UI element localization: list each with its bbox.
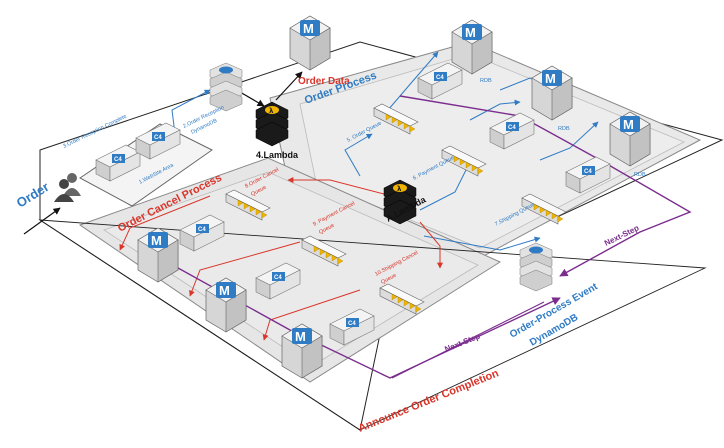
cancel-flow-3 (189, 241, 301, 297)
m-database-icon-order-data: M (289, 15, 331, 71)
m-database-icon-cancel-2: M (205, 277, 247, 333)
lambda-to-order-data-arrow (275, 71, 303, 101)
m-database-icon-cancel-1: M (137, 227, 179, 283)
c4-text: C4 (436, 75, 444, 81)
order-data-label: Order Data (298, 76, 350, 87)
c4-text: C4 (274, 275, 282, 281)
cancel-flow-5 (419, 221, 443, 269)
m-text: M (465, 25, 476, 40)
m-text: M (151, 233, 162, 248)
queue-icon-shipping-cancel (379, 283, 425, 315)
order-flow-6 (423, 235, 541, 251)
queue-icon-order (373, 103, 419, 135)
lambda-top-label: 4.Lambda (256, 150, 299, 160)
user-group-icon (54, 173, 81, 202)
c4-text: C4 (114, 157, 122, 163)
lambda-symbol: λ (397, 185, 402, 193)
lambda-icon-center: λ (383, 179, 417, 225)
queue-icon-shipping (521, 193, 567, 225)
order-label: Order (14, 179, 52, 210)
order-flow-3 (539, 121, 599, 161)
dynamodb-stack-icon-reception (209, 62, 243, 112)
lambda-icon-top: λ (255, 101, 289, 147)
c4-server-icon-cancel-2: C4 (255, 262, 301, 300)
order-flow-4 (419, 161, 471, 211)
queue-icon-payment (441, 145, 487, 177)
c4-text: C4 (198, 227, 206, 233)
m-text: M (623, 117, 634, 132)
next-step-line-upper (399, 95, 692, 277)
m-database-icon-rdb-3: M (609, 111, 651, 167)
dynamodb-to-lambda-arrow (239, 91, 265, 107)
m-text: M (545, 71, 556, 86)
order-flow-5 (344, 133, 373, 177)
c4-server-icon-order-3: C4 (565, 156, 611, 194)
c4-text: C4 (508, 125, 516, 131)
c4-server-icon-cancel-3: C4 (329, 308, 375, 346)
cancel-flow-1 (287, 177, 385, 195)
c4-server-icon-order-2: C4 (489, 112, 535, 150)
c4-text: C4 (348, 321, 356, 327)
order-flow-1 (387, 51, 439, 111)
announce-line (391, 301, 545, 379)
m-text: M (295, 329, 306, 344)
rdb-label-3: RDB (634, 172, 646, 178)
c4-server-icon-order-1: C4 (417, 62, 463, 100)
rdb-label-2: RDB (558, 126, 570, 132)
c4-server-icon-website-1: C4 (95, 144, 141, 182)
queue-icon-order-cancel (225, 189, 271, 221)
announce-order-completion-label: Announce Order Completion (357, 367, 501, 435)
c4-text: C4 (154, 135, 162, 141)
lambda-symbol: λ (269, 107, 274, 115)
m-text: M (219, 283, 230, 298)
m-database-icon-rdb-2: M (531, 65, 573, 121)
m-database-icon-cancel-3: M (281, 323, 323, 379)
m-text: M (303, 21, 314, 36)
dynamodb-stack-icon-order-event (519, 242, 553, 292)
cancel-flow-4 (262, 289, 361, 341)
order-reception-complete-label: 3.Order Reception Complete (62, 114, 128, 150)
order-entry-arrow (23, 207, 61, 235)
rdb-label-1: RDB (480, 78, 492, 84)
m-database-icon-rdb-1: M (451, 19, 493, 75)
cancel-flow-2 (119, 195, 211, 251)
c4-server-icon-website-2: C4 (135, 122, 181, 160)
c4-server-icon-cancel-1: C4 (179, 214, 225, 252)
order-announce-frame (38, 219, 707, 431)
next-step-label-2: Next-Step (443, 331, 481, 353)
c4-text: C4 (584, 169, 592, 175)
order-flow-2 (469, 99, 521, 121)
queue-icon-payment-cancel (301, 235, 347, 267)
